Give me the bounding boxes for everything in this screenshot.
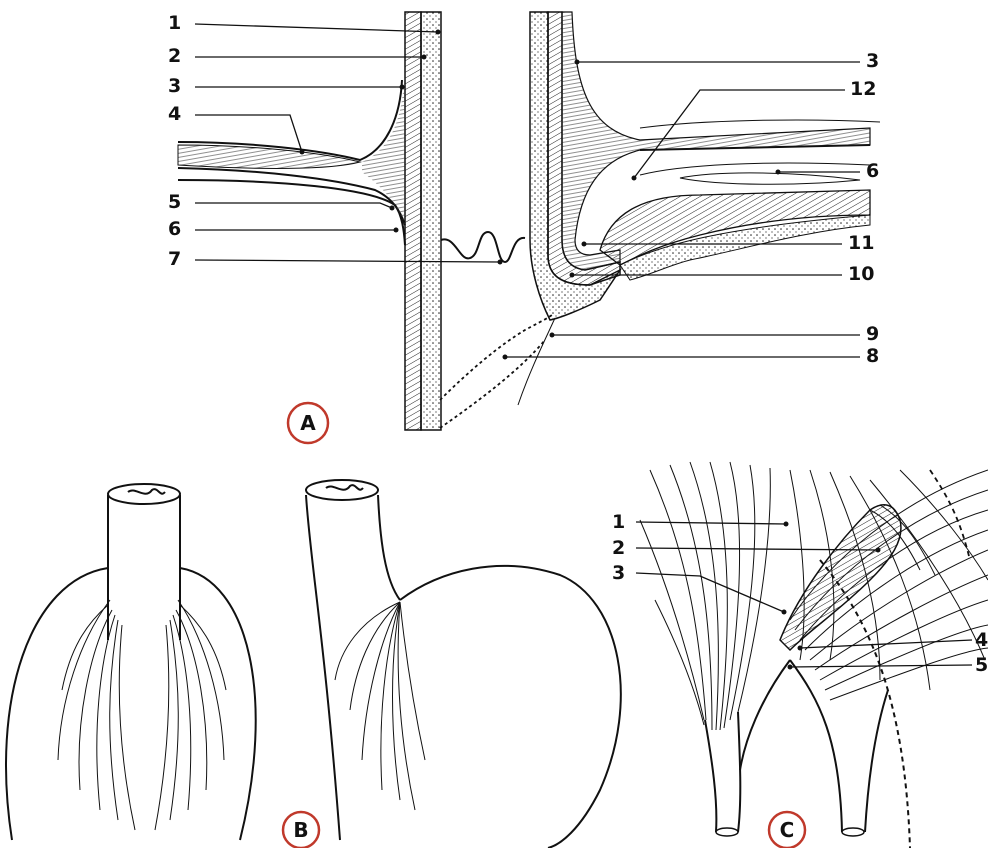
- c-label-1: 1: [612, 511, 625, 533]
- b-right-fibers: [335, 602, 425, 810]
- panel-b-marker: B: [283, 812, 319, 848]
- panel-a-drawing: [178, 12, 880, 430]
- c-label-4: 4: [975, 629, 988, 651]
- panel-b-drawing: [6, 480, 621, 848]
- a-label-5: 5: [168, 191, 181, 213]
- a-label-1: 1: [168, 12, 181, 34]
- mucosal-fold-wave: [441, 232, 525, 262]
- panel-b-label: B: [293, 818, 308, 842]
- a-label-r9: 9: [866, 323, 879, 345]
- b-left-tube: [108, 495, 180, 640]
- panel-c-marker: C: [769, 812, 805, 848]
- dotted-line-a2: [440, 340, 545, 428]
- panel-a-labels-left: 1 2 3 4 5 6 7: [168, 12, 181, 270]
- c-label-3: 3: [612, 562, 625, 584]
- panel-c-drawing: [640, 462, 988, 848]
- a-label-r12: 12: [850, 78, 876, 100]
- left-fat-layer: [178, 145, 360, 168]
- left-muscle-layer: [405, 12, 421, 430]
- c-right-crus: [740, 660, 888, 832]
- c-label-5: 5: [975, 654, 988, 676]
- a-label-4: 4: [168, 103, 181, 125]
- a-label-r3: 3: [866, 50, 879, 72]
- a-label-r11: 11: [848, 232, 874, 254]
- a-label-6: 6: [168, 218, 181, 240]
- b-left-fibers: [58, 600, 226, 830]
- c-label-2: 2: [612, 537, 625, 559]
- panel-c-label: C: [780, 818, 795, 842]
- c-left-crus: [705, 712, 740, 832]
- b-right-stomach-outline: [400, 566, 621, 848]
- left-mucosa-layer: [421, 12, 441, 430]
- panel-a-label: A: [300, 411, 316, 435]
- a-label-3: 3: [168, 75, 181, 97]
- a-label-r10: 10: [848, 263, 874, 285]
- a-label-7: 7: [168, 248, 181, 270]
- c-dark-sling: [780, 505, 901, 650]
- panel-a-marker: A: [288, 403, 328, 443]
- a-label-r6: 6: [866, 160, 879, 182]
- a-label-r8: 8: [866, 345, 879, 367]
- a-label-2: 2: [168, 45, 181, 67]
